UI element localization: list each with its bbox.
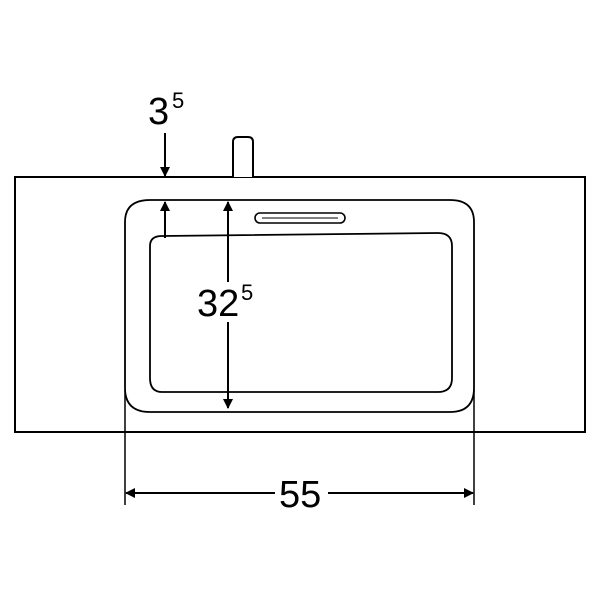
basin-width-label: 55 [279, 474, 321, 516]
basin-depth-label: 32 [197, 283, 239, 325]
rim-depth-label: 3 [148, 91, 169, 133]
basin-depth-label-superscript: 5 [241, 280, 253, 305]
basin-depth-label-background [196, 282, 266, 322]
tap-stub [232, 136, 254, 177]
rim-depth-label-superscript: 5 [172, 88, 184, 113]
bowl-inner-basin [149, 232, 453, 393]
